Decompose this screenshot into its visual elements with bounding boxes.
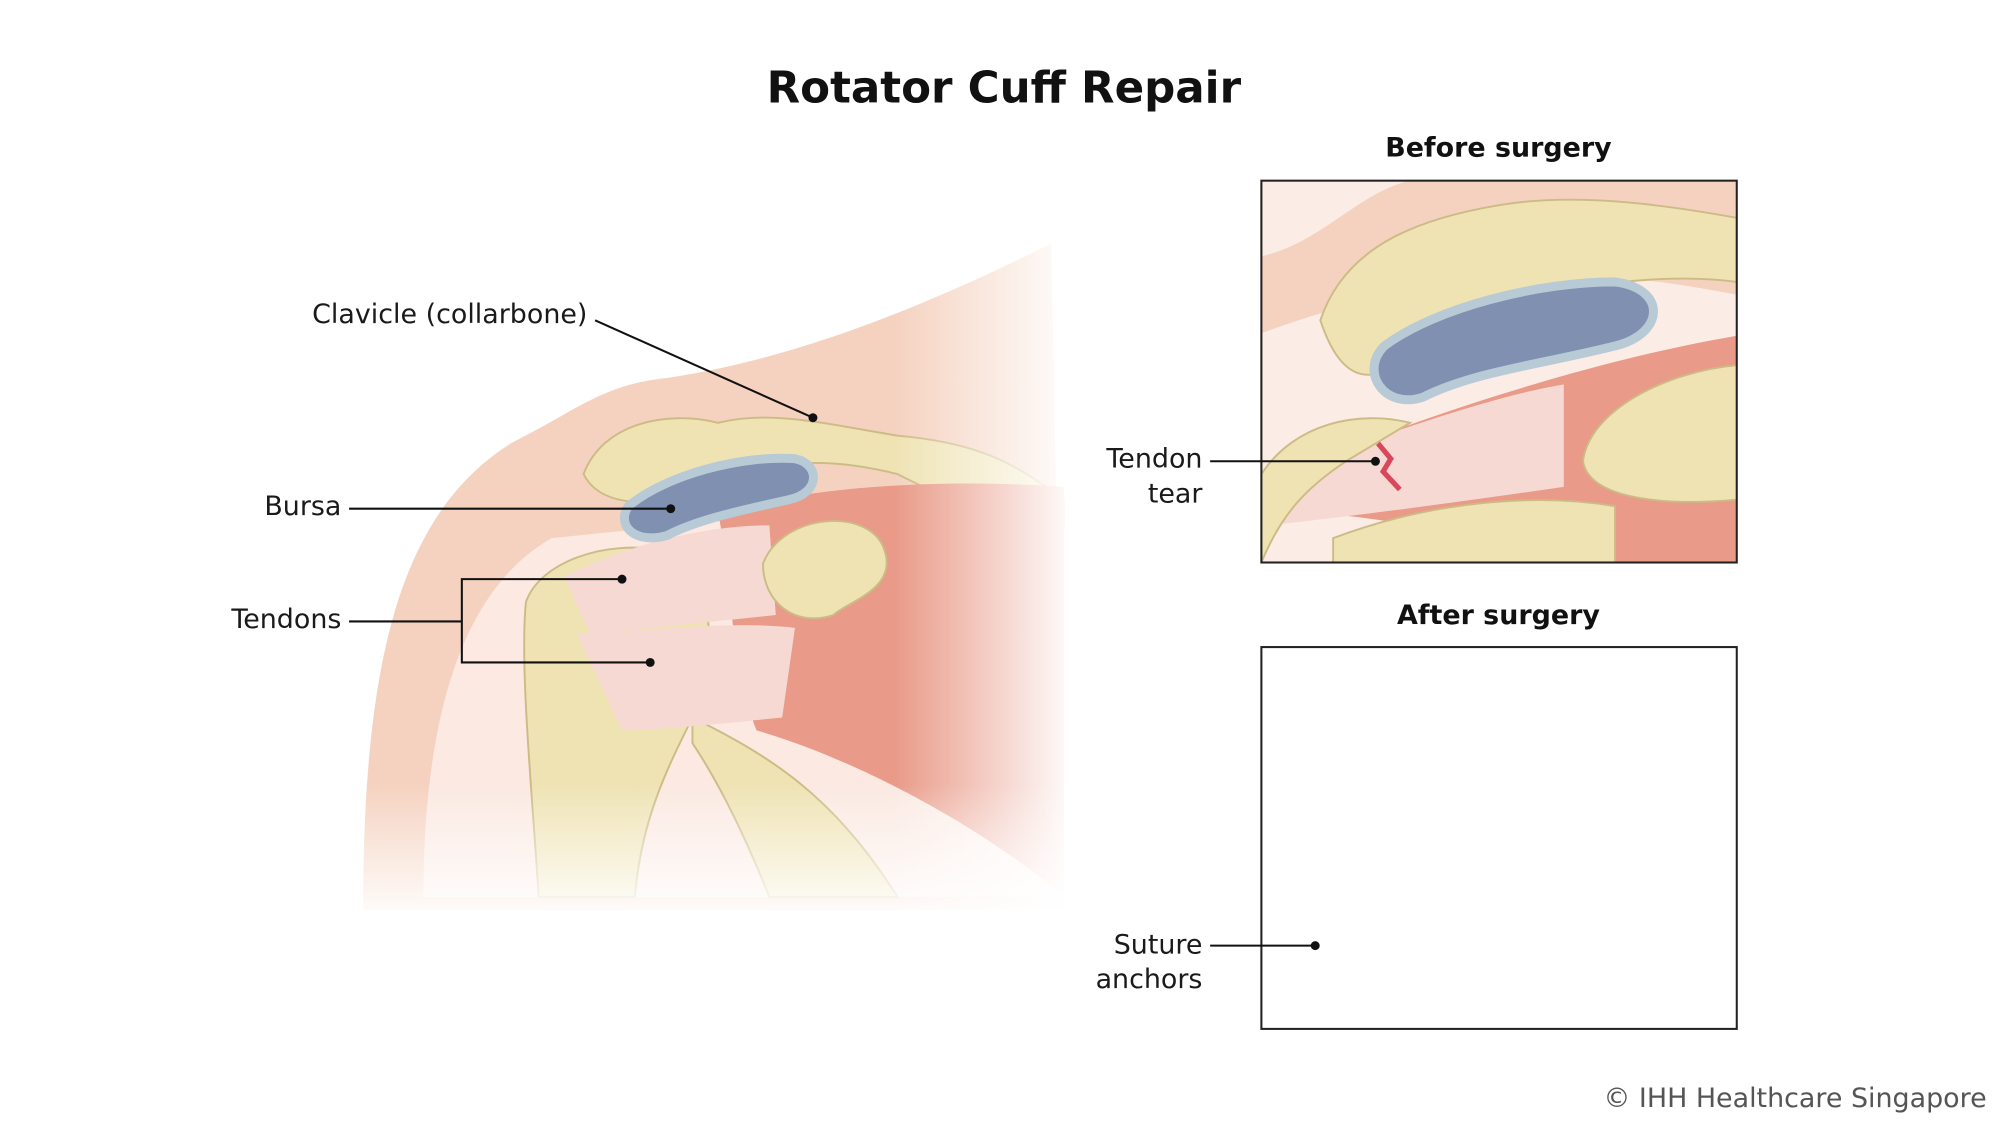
before-surgery-panel	[1261, 180, 1737, 563]
leader-dot	[1310, 941, 1320, 951]
leader-dot	[808, 413, 818, 423]
label-tendon-tear-1: Tendon	[1105, 444, 1202, 475]
leader-dot	[666, 504, 676, 514]
shoulder-illustration	[346, 230, 1077, 923]
page-title: Rotator Cuff Repair	[767, 64, 1242, 114]
label-suture-anchors-2: anchors	[1096, 964, 1203, 995]
copyright: © IHH Healthcare Singapore	[1603, 1083, 1986, 1114]
label-clavicle: Clavicle (collarbone)	[312, 299, 587, 330]
leader-tendons-bracket	[460, 578, 651, 664]
leader-clavicle	[594, 319, 814, 419]
after-surgery-panel	[1261, 647, 1736, 1029]
after-heading: After surgery	[1397, 600, 1600, 631]
before-panel-frame	[1260, 179, 1738, 564]
leader-dot	[617, 574, 627, 584]
label-bursa: Bursa	[264, 491, 341, 522]
before-heading: Before surgery	[1385, 132, 1612, 163]
after-panel-frame	[1260, 646, 1738, 1030]
label-suture-anchors-1: Suture	[1114, 929, 1203, 960]
leader-dot	[645, 657, 655, 667]
leader-dot	[1370, 456, 1380, 466]
tendon-tear-mark	[1376, 441, 1402, 492]
label-tendon-tear-2: tear	[1148, 478, 1204, 509]
suture-anchors	[1288, 914, 1416, 997]
label-tendons: Tendons	[230, 604, 341, 635]
